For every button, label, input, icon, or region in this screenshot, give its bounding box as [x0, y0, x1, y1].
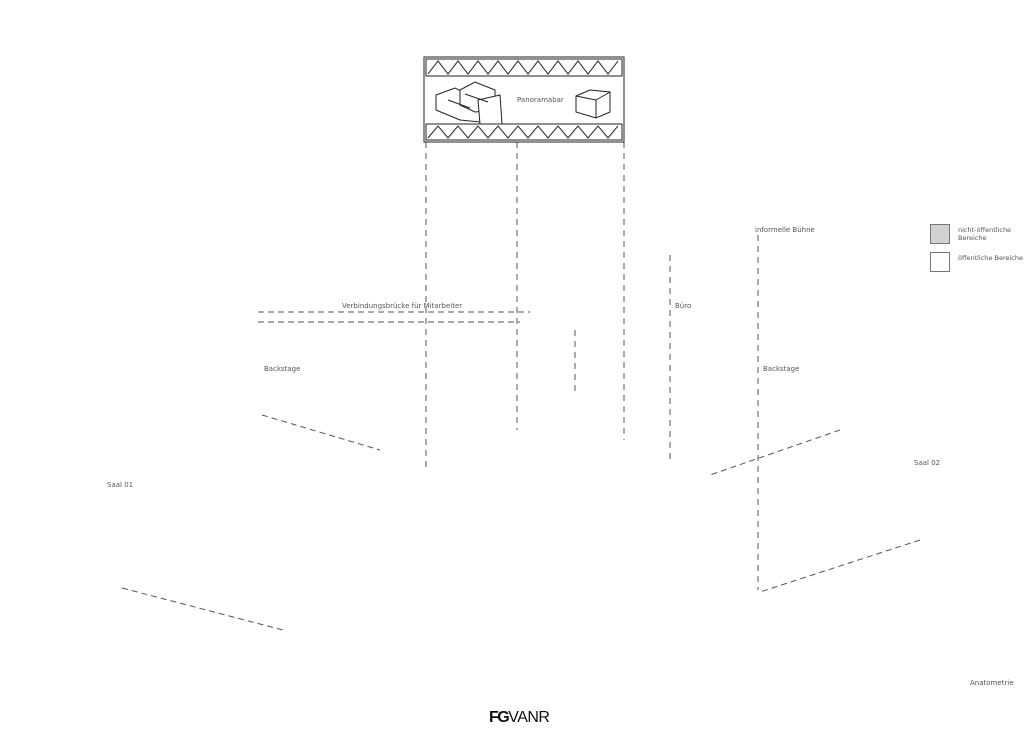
logo-bold-part: FG [489, 709, 510, 726]
label-backstage-right: Backstage [763, 365, 800, 373]
legend-label-non-public: nicht-öffentliche Bereiche [958, 226, 1012, 243]
legend-label-public: öffentliche Bereiche [958, 254, 1023, 262]
label-hall-02: Saal 02 [914, 459, 941, 467]
label-staff-bridge: Verbindungsbrücke für Mitarbeiter [342, 302, 463, 310]
projection-lines [121, 142, 921, 631]
panoramabar-module [423, 56, 625, 143]
logo: FGVANR [489, 709, 550, 727]
label-informal-stage: informelle Bühne [755, 226, 815, 234]
drawing-caption: Anatometrie [970, 679, 1014, 687]
legend: nicht-öffentliche Bereiche öffentliche B… [930, 224, 1034, 280]
legend-item-non-public: nicht-öffentliche Bereiche [930, 224, 1034, 244]
legend-item-public: öffentliche Bereiche [930, 252, 1034, 272]
label-backstage-left: Backstage [264, 365, 301, 373]
label-panoramabar: Panoramabar [517, 96, 564, 104]
label-hall-01: Saal 01 [107, 481, 134, 489]
legend-swatch-public [930, 252, 950, 272]
legend-swatch-non-public [930, 224, 950, 244]
label-office: Büro [675, 302, 692, 310]
logo-thin-part: VANR [508, 709, 550, 726]
